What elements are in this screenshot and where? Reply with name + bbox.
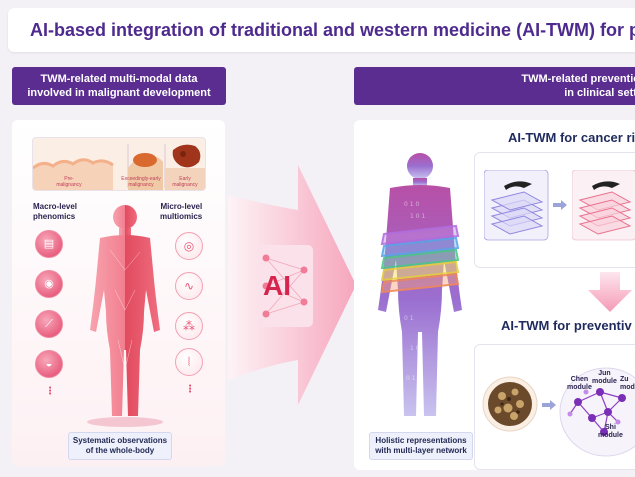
- human-figure-pink: [87, 205, 163, 427]
- left-footer-line2: of the whole-body: [85, 446, 155, 455]
- arrow-down-icon: [588, 272, 632, 312]
- tissue-label-early: Early malignancy: [172, 176, 198, 188]
- molecule-icon: ⁂: [175, 312, 203, 340]
- syringe-icon: ⟋: [35, 310, 63, 338]
- tongue-icon: ◉: [35, 270, 63, 298]
- micro-label-line2: multiomics: [160, 212, 203, 221]
- human-figure-network: 0 1 0 1 0 1 0 1 1 0 0 1: [378, 153, 462, 416]
- ai-label: AI: [263, 270, 291, 301]
- dna-icon: ∿: [175, 272, 203, 300]
- page-title: AI-based integration of traditional and …: [30, 20, 635, 40]
- macro-label-line2: phenomics: [33, 212, 76, 221]
- macro-label-line1: Macro-level: [33, 202, 78, 211]
- left-footer: Systematic observations of the whole-bod…: [68, 432, 172, 460]
- clipboard-icon: ▤: [35, 230, 63, 258]
- left-header: TWM-related multi-modal data involved in…: [12, 67, 226, 105]
- svg-text:0 1: 0 1: [406, 375, 416, 382]
- title-bar: [8, 8, 635, 52]
- left-footer-line1: Systematic observations: [72, 436, 168, 445]
- chromosome-icon: ⦚: [175, 348, 203, 376]
- module-network: [559, 367, 635, 457]
- module-chen: Chen module: [567, 376, 592, 391]
- module-zu: Zu modu: [620, 376, 635, 391]
- neural-net-icon: [262, 254, 308, 318]
- module-jun: Jun module: [592, 370, 617, 385]
- right-footer-line1: Holistic representations: [375, 436, 467, 445]
- left-header-line2: involved in malignant development: [27, 87, 211, 99]
- prevent-section-title: AI-TWM for preventiv: [501, 318, 632, 333]
- tissue-strip: [32, 137, 206, 191]
- macro-ellipsis: ⋮: [45, 386, 55, 397]
- tissue-illustration: [33, 144, 205, 190]
- svg-text:0 1: 0 1: [404, 315, 414, 322]
- left-header-line1: TWM-related multi-modal data: [40, 73, 198, 85]
- herbs-icon: [482, 376, 538, 432]
- macro-level-label: Macro-level phenomics: [33, 202, 77, 222]
- svg-text:0 1 0: 0 1 0: [404, 201, 419, 208]
- right-footer-line2: with multi-layer network: [375, 446, 467, 455]
- micro-level-label: Micro-level multiomics: [160, 202, 202, 222]
- mortar-icon: ◒: [35, 350, 63, 378]
- right-header: TWM-related preventio in clinical setti: [354, 67, 635, 105]
- pink-layer-stack: [572, 170, 635, 241]
- tissue-label-early-exceed: Exceedingly-early malignancy: [121, 176, 161, 188]
- cell-icon: ◎: [175, 232, 203, 260]
- module-shi: Shi module: [598, 424, 623, 439]
- right-header-line1: TWM-related preventio: [521, 73, 635, 85]
- arrow-right-icon-2: [542, 400, 556, 410]
- right-header-line2: in clinical setti: [564, 87, 635, 99]
- tissue-label-pre: Pre- malignancy: [56, 176, 82, 188]
- micro-label-line1: Micro-level: [160, 202, 203, 211]
- micro-ellipsis: ⋮: [185, 384, 195, 395]
- arrow-right-icon: [553, 200, 567, 210]
- blue-layer-stack: [484, 170, 549, 241]
- svg-text:1 0: 1 0: [410, 345, 420, 352]
- svg-text:1 0 1: 1 0 1: [410, 213, 425, 220]
- right-footer: Holistic representations with multi-laye…: [369, 432, 473, 460]
- risk-section-title: AI-TWM for cancer ri: [508, 130, 635, 145]
